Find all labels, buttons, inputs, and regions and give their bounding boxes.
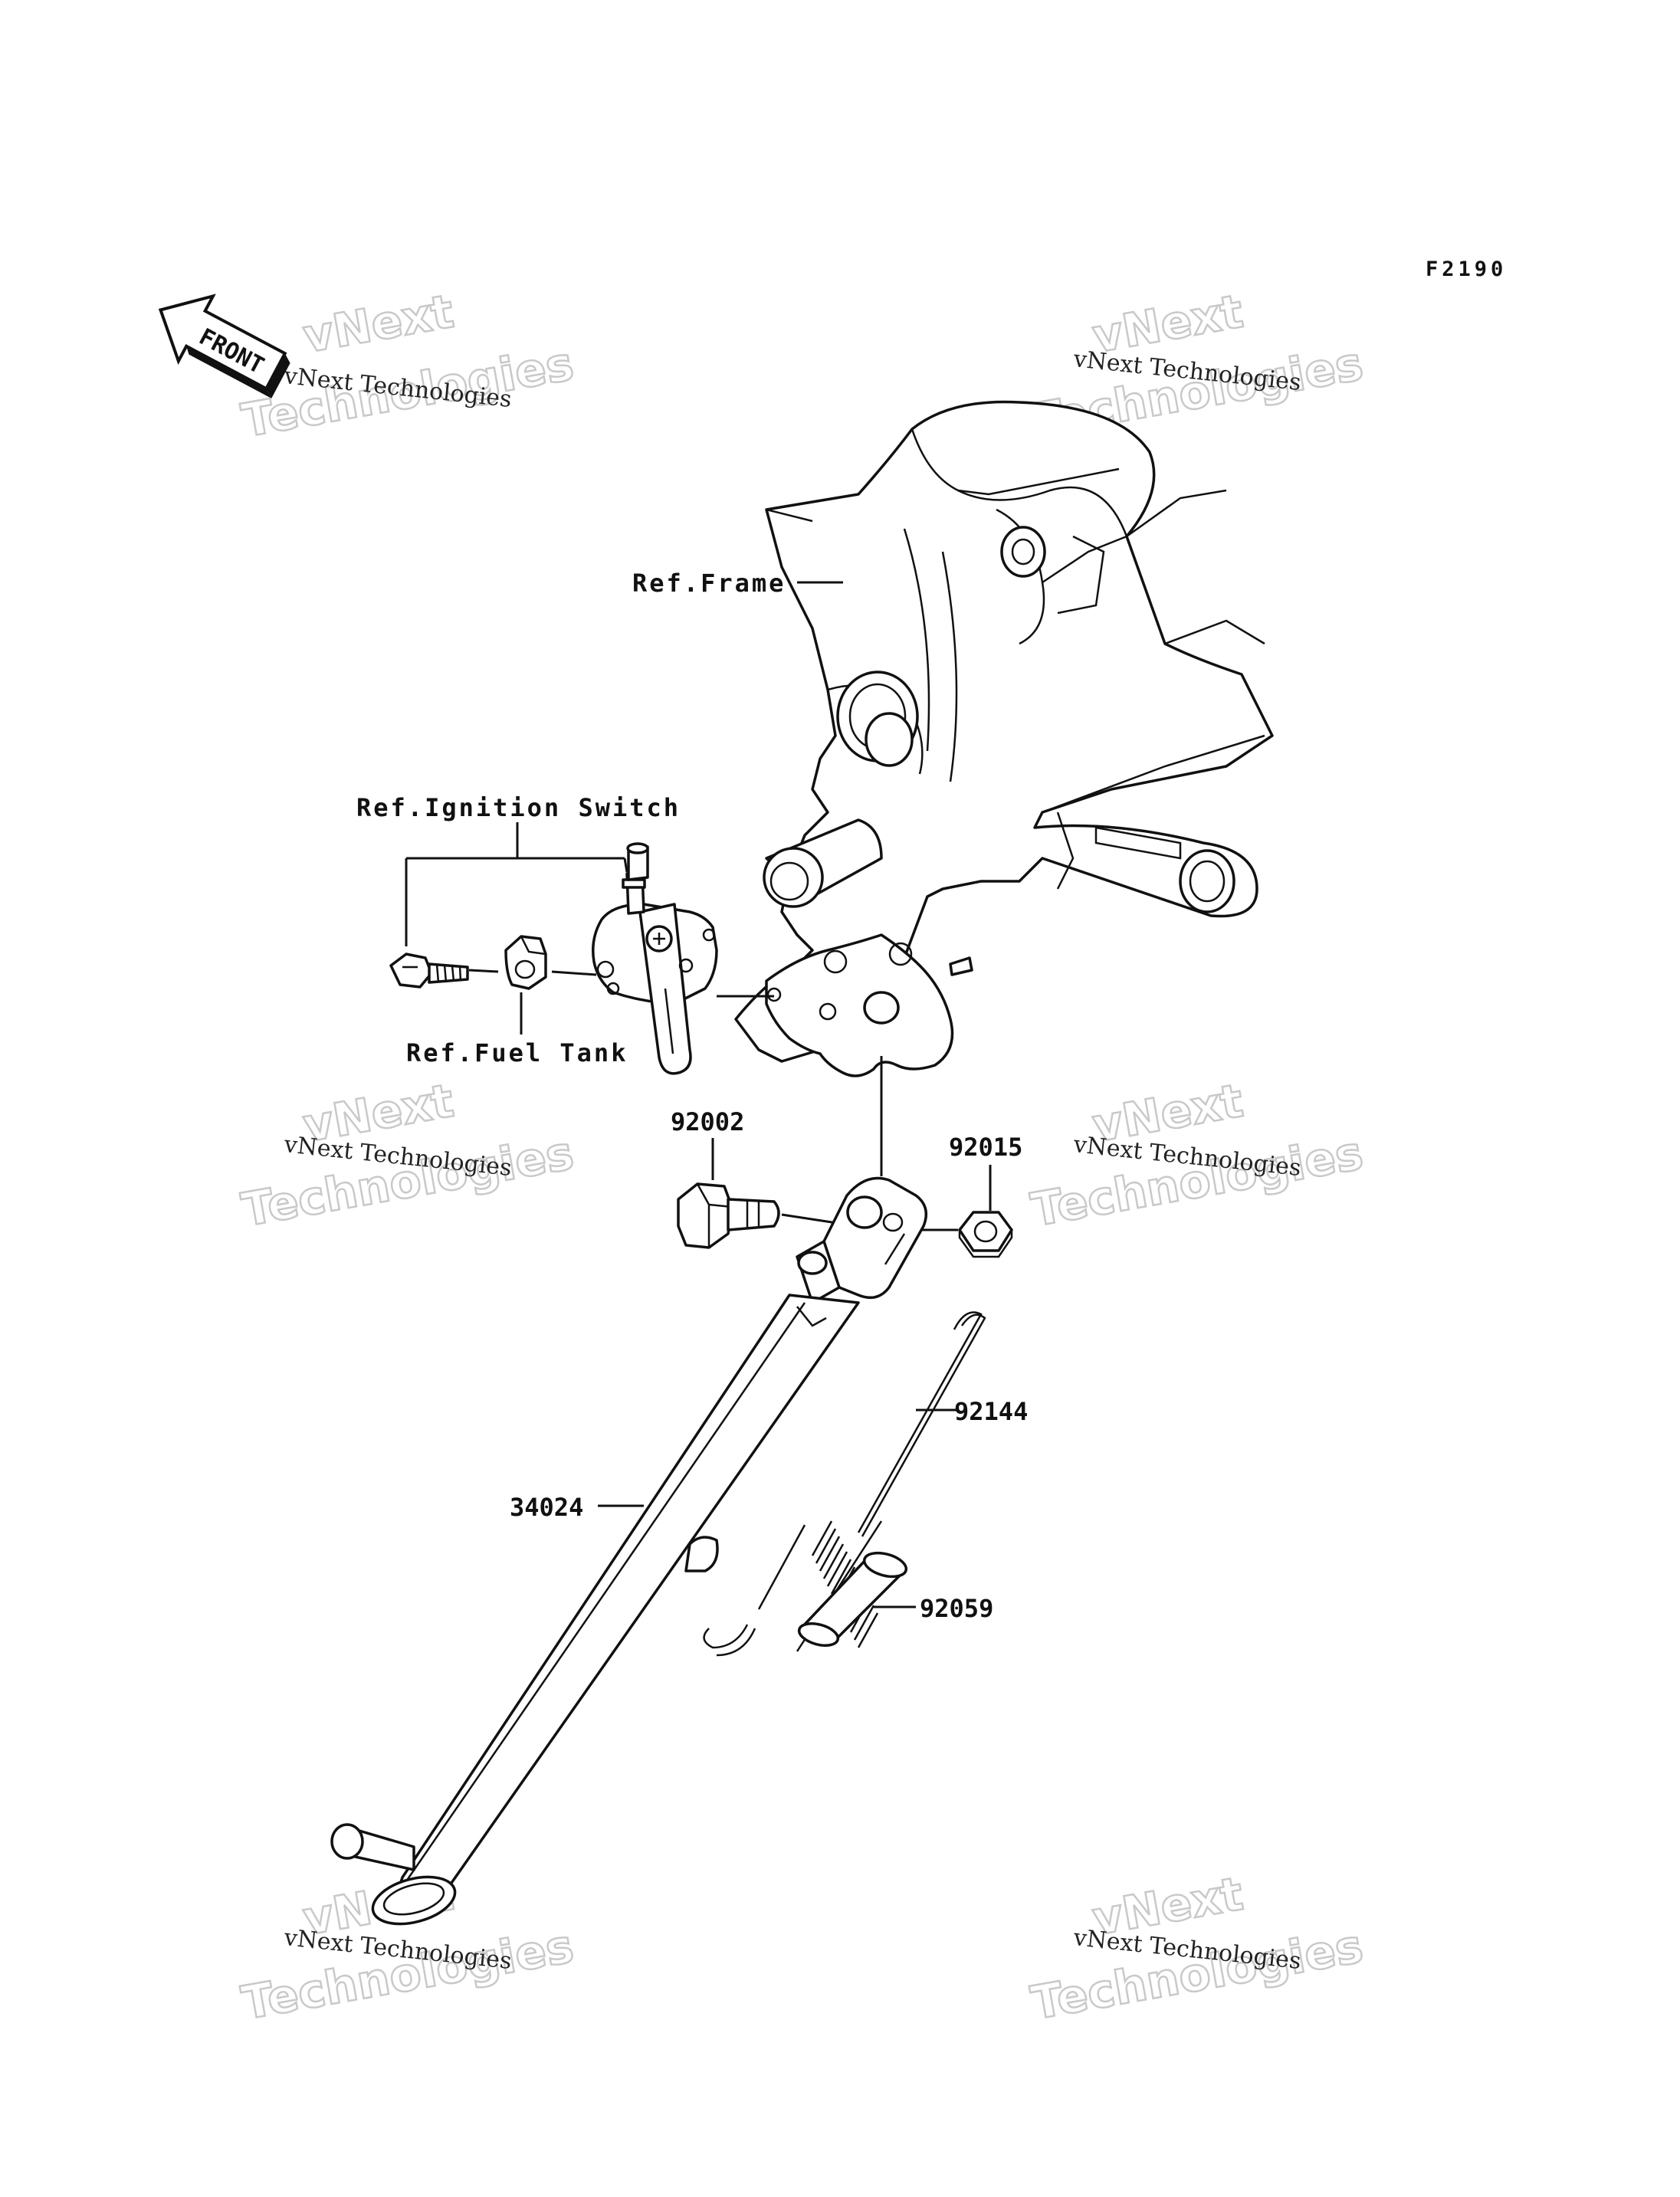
diagram-code: F2190 <box>1426 257 1507 281</box>
collar-92059-part <box>797 1551 908 1647</box>
label-ref-fuel-tank: Ref.Fuel Tank <box>406 1038 628 1067</box>
label-92002: 92002 <box>671 1107 744 1136</box>
watermark-bottom-right: vNext Technologies vNext Technologies <box>1026 1866 1368 2031</box>
watermark-top-left: vNext Technologies vNext Technologies <box>237 284 579 449</box>
watermark-line1: vNext <box>299 285 458 364</box>
switch-bolt <box>389 953 469 989</box>
label-ref-ignition-switch: Ref.Ignition Switch <box>356 793 681 822</box>
label-92059: 92059 <box>920 1594 993 1623</box>
label-ref-frame: Ref.Frame <box>632 569 786 598</box>
side-stand-part <box>330 1176 928 1926</box>
bolt-92002-part <box>677 1182 780 1249</box>
front-arrow-icon: FRONT <box>158 293 290 398</box>
label-92144: 92144 <box>954 1397 1028 1426</box>
frame-part <box>734 400 1274 1077</box>
label-92015: 92015 <box>949 1133 1022 1162</box>
ignition-switch-leader <box>405 822 628 946</box>
nut-92015-part <box>958 1211 1013 1258</box>
side-stand-switch-part <box>389 842 774 1075</box>
label-34024: 34024 <box>510 1493 583 1522</box>
spring-92144-part <box>703 1311 986 1657</box>
fuel-tank-clip <box>504 935 547 990</box>
watermark-mid-left: vNext Technologies vNext Technologies <box>237 1073 579 1238</box>
watermark-mid-right: vNext Technologies vNext Technologies <box>1026 1073 1368 1238</box>
